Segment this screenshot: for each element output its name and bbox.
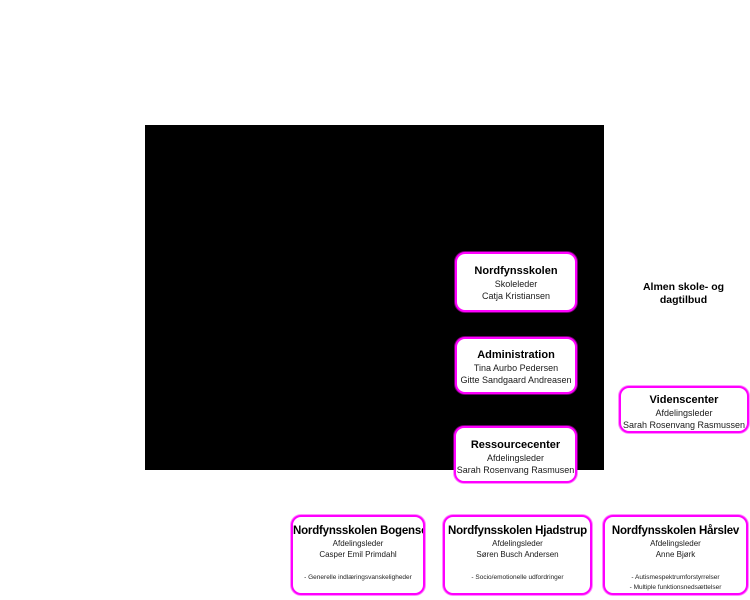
node-person: Søren Busch Andersen <box>476 550 559 559</box>
node-title: Ressourcecenter <box>470 439 561 451</box>
node-specialty: - Generelle indlæringsvanskeligheder <box>304 574 412 581</box>
node-title: Nordfynsskolen <box>474 265 558 277</box>
org-node-videnscenter: Videnscenter Afdelingsleder Sarah Rosenv… <box>619 386 749 433</box>
node-role: Afdelingsleder <box>332 539 384 548</box>
org-node-almen-skole-og-dagtilbud: Almen skole- og dagtilbud <box>638 273 729 318</box>
org-node-nordfynsskolen-hjadstrup: Nordfynsskolen Hjadstrup Afdelingsleder … <box>443 515 592 595</box>
node-role: Afdelingsleder <box>650 539 701 548</box>
node-title: Nordfynsskolen Bogense <box>293 525 425 537</box>
spacer <box>605 560 746 573</box>
org-node-nordfynsskolen: Nordfynsskolen Skoleleder Catja Kristian… <box>455 252 577 312</box>
node-person: Tina Aurbo Pedersen <box>473 363 559 373</box>
node-person: Sarah Rosenvang Rasmusen <box>456 465 575 475</box>
node-title: Almen skole- og dagtilbud <box>642 281 725 306</box>
node-person: Anne Bjørk <box>655 550 696 559</box>
node-role: Afdelingsleder <box>655 408 713 418</box>
org-node-administration: Administration Tina Aurbo Pedersen Gitte… <box>455 337 577 394</box>
spacer <box>293 560 423 573</box>
node-title: Videnscenter <box>649 394 719 406</box>
node-person: Sarah Rosenvang Rasmussen <box>622 420 746 430</box>
node-role: Skoleleder <box>494 279 538 289</box>
org-node-nordfynsskolen-bogense: Nordfynsskolen Bogense Afdelingsleder Ca… <box>291 515 425 595</box>
node-specialty: - Multiple funktionsnedsættelser <box>629 584 722 591</box>
node-title: Nordfynsskolen Hårslev <box>611 525 740 537</box>
node-role: Afdelingsleder <box>492 539 543 548</box>
node-title: Nordfynsskolen Hjadstrup <box>448 525 587 537</box>
node-person: Gitte Sandgaard Andreasen <box>460 375 572 385</box>
org-node-nordfynsskolen-haarslev: Nordfynsskolen Hårslev Afdelingsleder An… <box>603 515 748 595</box>
node-role: Afdelingsleder <box>486 453 545 463</box>
spacer <box>445 560 590 573</box>
node-title: Administration <box>477 349 555 361</box>
org-chart-panel: Nordfynsskolen Skoleleder Catja Kristian… <box>145 125 749 595</box>
node-person: Catja Kristiansen <box>481 291 551 301</box>
org-node-ressourcecenter: Ressourcecenter Afdelingsleder Sarah Ros… <box>454 426 577 483</box>
node-specialty: - Socio/emotionelle udfordringer <box>471 574 564 581</box>
node-specialty: - Autismespektrumforstyrrelser <box>631 574 720 581</box>
node-person: Casper Emil Primdahl <box>319 550 397 559</box>
